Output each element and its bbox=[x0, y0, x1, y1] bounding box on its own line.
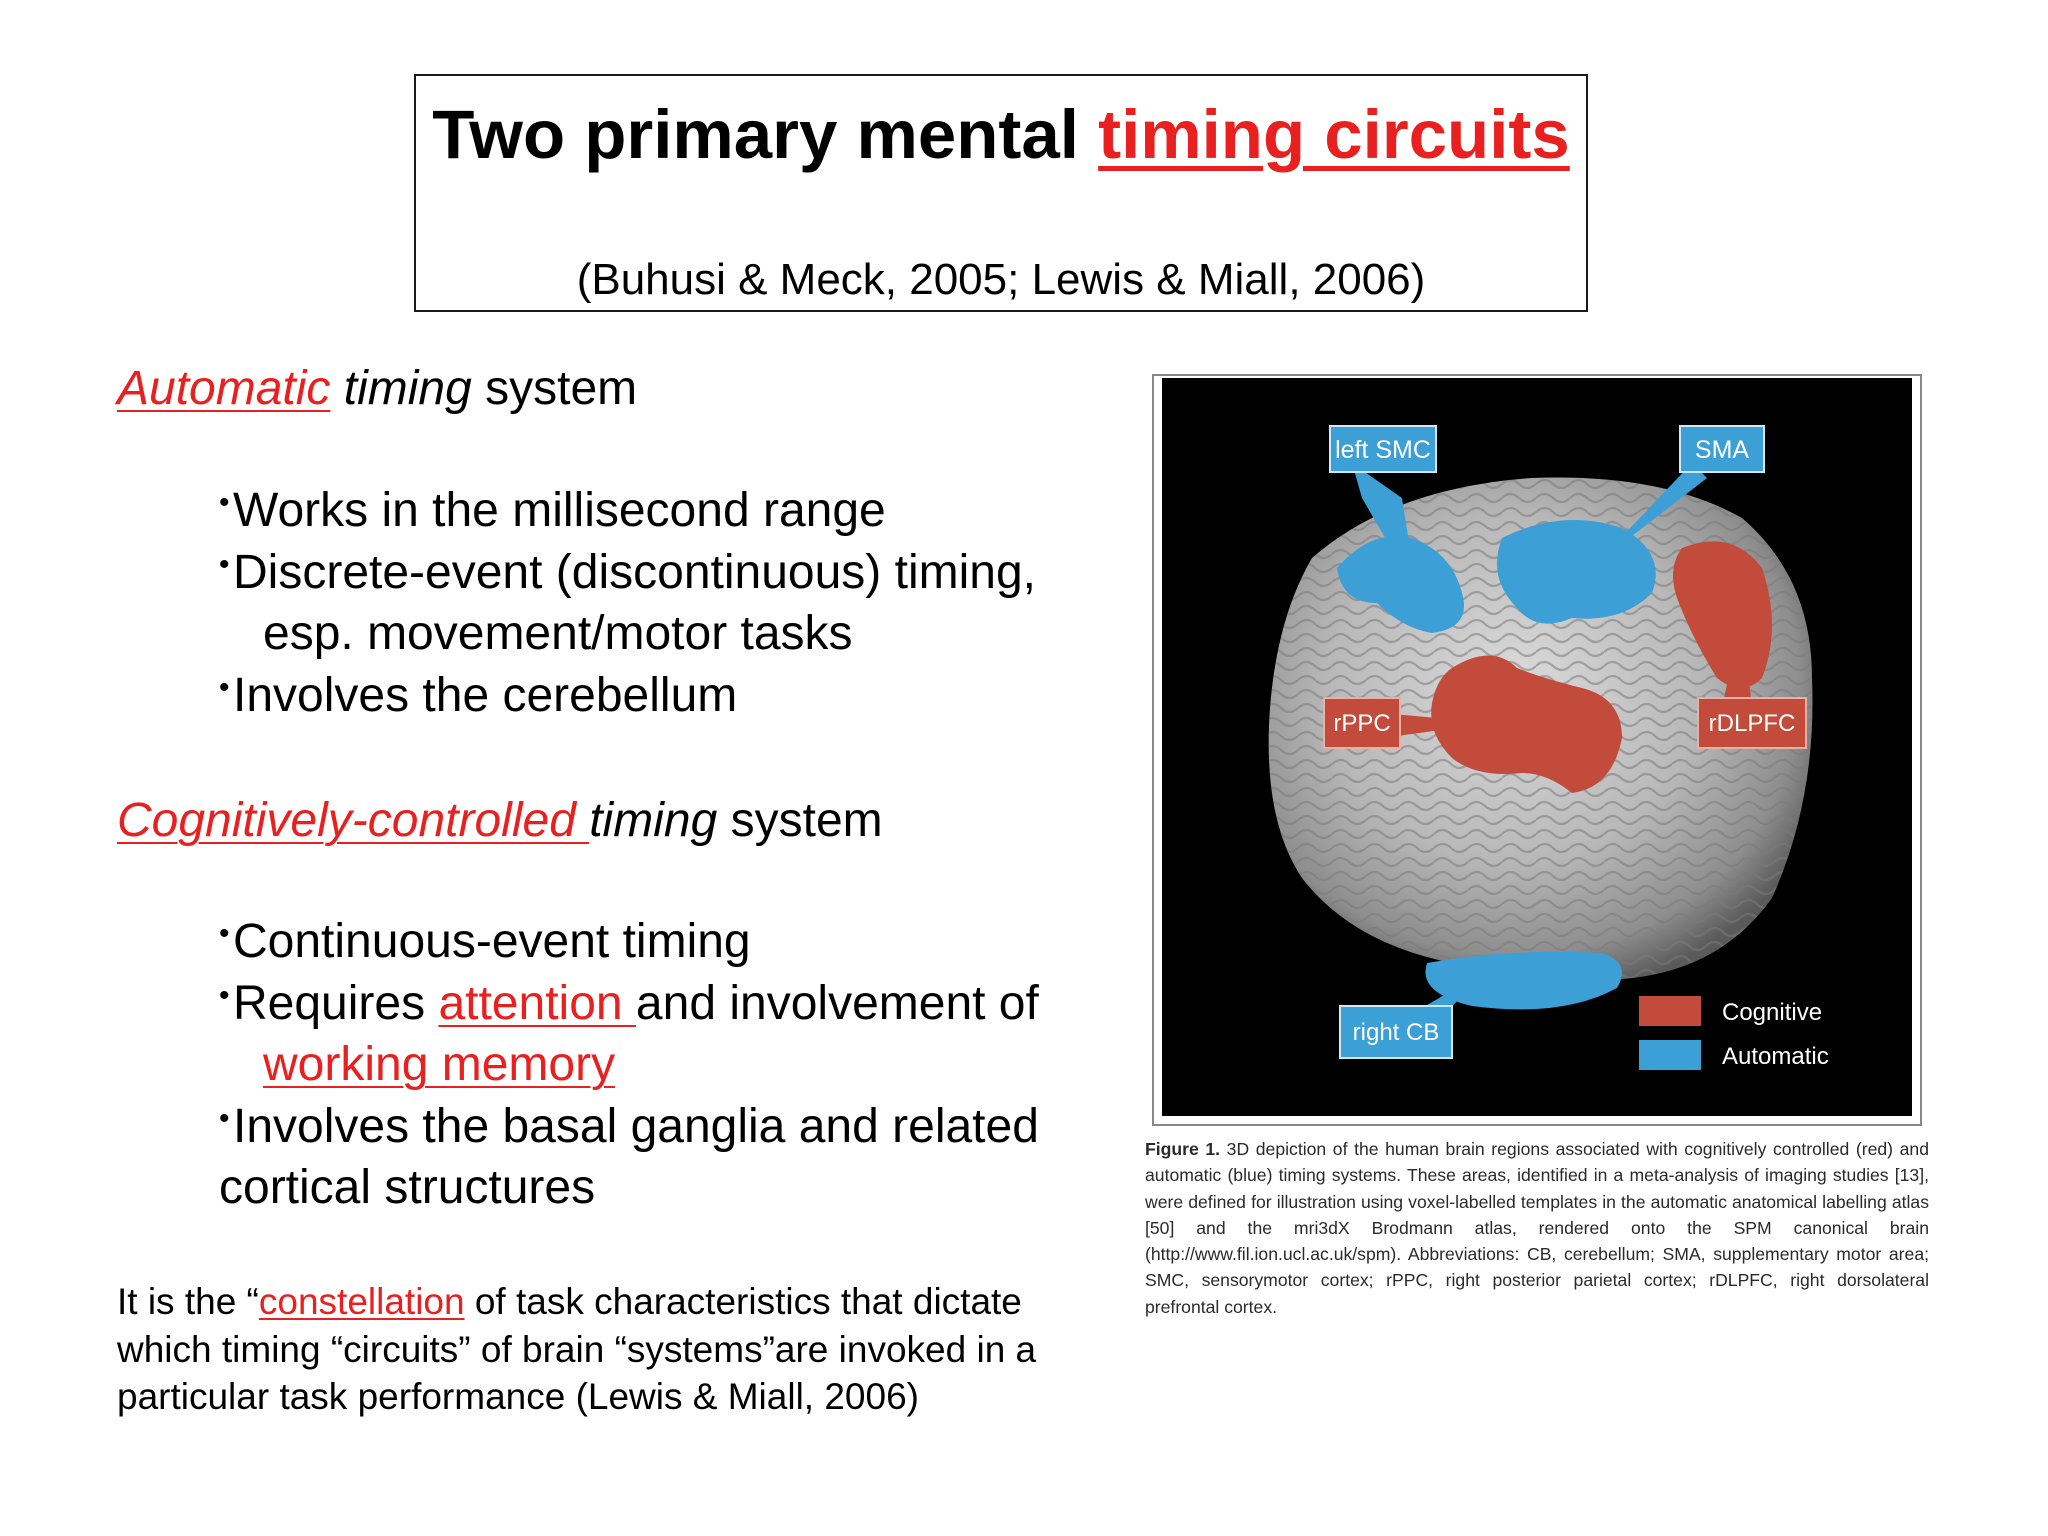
legend-label-automatic: Automatic bbox=[1722, 1043, 1829, 1070]
rppc-callout bbox=[1323, 697, 1401, 749]
legend-swatch-automatic bbox=[1639, 1040, 1701, 1070]
title-lead: Two primary mental bbox=[432, 96, 1099, 173]
constellation-link: constellation bbox=[258, 1281, 465, 1322]
rdlpfc-region bbox=[1673, 541, 1772, 688]
slide-title: Two primary mental timing circuits bbox=[416, 94, 1586, 177]
right-cb-label: right CB bbox=[1353, 1019, 1440, 1046]
title-highlight: timing circuits bbox=[1098, 96, 1570, 173]
cognitive-heading-rest: system bbox=[717, 794, 883, 847]
working-memory-link: working memory bbox=[263, 1038, 616, 1091]
bullet-icon: • bbox=[219, 486, 230, 519]
list-item: •Continuous-event timing bbox=[219, 911, 1039, 973]
bullet-icon: • bbox=[219, 1101, 230, 1135]
title-box: Two primary mental timing circuits (Buhu… bbox=[414, 74, 1588, 312]
attention-link: attention bbox=[438, 976, 636, 1030]
title-citation: (Buhusi & Meck, 2005; Lewis & Miall, 200… bbox=[576, 255, 1426, 304]
legend-label-cognitive: Cognitive bbox=[1722, 999, 1822, 1026]
rdlpfc-callout bbox=[1697, 697, 1807, 749]
automatic-heading-em: Automatic bbox=[117, 362, 331, 415]
brain-figure: left SMC SMA rPPC rDLPFC right CB Cognit… bbox=[1152, 374, 1922, 1126]
cognitive-heading-em: Cognitively-controlled bbox=[117, 794, 590, 847]
rdlpfc-label: rDLPFC bbox=[1709, 710, 1796, 737]
figure-caption: Figure 1. 3D depiction of the human brai… bbox=[1145, 1136, 1929, 1320]
list-item-continuation: working memory bbox=[219, 1034, 1039, 1096]
left-smc-label: left SMC bbox=[1335, 436, 1431, 464]
automatic-heading-rest: system bbox=[471, 362, 638, 415]
list-item: •Works in the millisecond range bbox=[219, 480, 1036, 542]
footer-line: It is the “constellation of task charact… bbox=[117, 1281, 1022, 1322]
automatic-heading: Automatic timing system bbox=[117, 360, 637, 418]
sma-pointer bbox=[1597, 463, 1707, 563]
bullet-icon: • bbox=[219, 547, 230, 581]
sma-label: SMA bbox=[1695, 436, 1750, 464]
right-cb-callout bbox=[1339, 1005, 1453, 1059]
rppc-label: rPPC bbox=[1333, 710, 1390, 737]
left-smc-pointer bbox=[1352, 463, 1417, 593]
caption-label: Figure 1. bbox=[1145, 1139, 1221, 1159]
footer-line: particular task performance (Lewis & Mia… bbox=[117, 1376, 919, 1417]
bullet-icon: • bbox=[219, 917, 230, 950]
legend-swatch-cognitive bbox=[1639, 996, 1701, 1026]
left-smc-region bbox=[1337, 536, 1464, 633]
list-item: •Involves the cerebellum bbox=[219, 665, 1036, 727]
rdlpfc-pointer bbox=[1722, 613, 1752, 708]
bullet-icon: • bbox=[219, 670, 230, 704]
automatic-heading-timing: timing bbox=[343, 362, 472, 415]
rppc-pointer bbox=[1382, 713, 1492, 738]
cognitive-heading: Cognitively-controlled timing system bbox=[117, 792, 883, 850]
footer-line: which timing “circuits” of brain “system… bbox=[117, 1328, 1037, 1370]
list-item: •Discrete-event (discontinuous) timing, bbox=[219, 542, 1036, 604]
footer-paragraph: It is the “constellation of task charact… bbox=[117, 1278, 1107, 1421]
sma-callout bbox=[1679, 425, 1765, 473]
rppc-region bbox=[1431, 655, 1622, 793]
cognitive-bullet-list: •Continuous-event timing •Requires atten… bbox=[219, 911, 1039, 1219]
list-item-continuation: esp. movement/motor tasks bbox=[263, 607, 853, 660]
caption-text: 3D depiction of the human brain regions … bbox=[1145, 1139, 1929, 1317]
list-item: •Requires attention and involvement of bbox=[219, 973, 1039, 1035]
list-item: •Involves the basal ganglia and related bbox=[219, 1096, 1039, 1158]
right-cb-region bbox=[1425, 951, 1622, 1010]
list-item-continuation: cortical structures bbox=[219, 1161, 596, 1214]
brain-figure-image: left SMC SMA rPPC rDLPFC right CB Cognit… bbox=[1162, 378, 1912, 1116]
automatic-bullet-list: •Works in the millisecond range •Discret… bbox=[219, 480, 1036, 726]
left-smc-callout bbox=[1329, 425, 1437, 473]
bullet-icon: • bbox=[219, 978, 230, 1012]
cognitive-heading-timing: timing bbox=[589, 794, 718, 847]
